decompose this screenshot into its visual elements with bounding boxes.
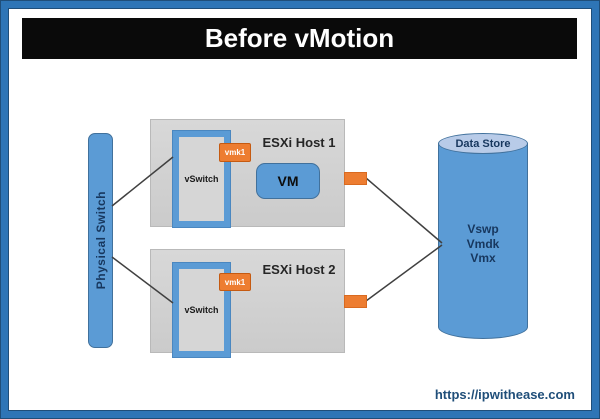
datastore-cylinder-top: Data Store xyxy=(438,133,528,154)
vmk1-tag-host1: vmk1 xyxy=(219,143,251,162)
esxi-host-2-label: ESXi Host 2 xyxy=(262,262,336,277)
diagram-title: Before vMotion xyxy=(204,23,395,53)
vmk1-tag-host2: vmk1 xyxy=(219,273,251,291)
physical-switch: Physical Switch xyxy=(88,133,113,348)
line-host1-to-datastore xyxy=(365,177,443,244)
nic-connector-host2 xyxy=(344,295,367,308)
website-url[interactable]: https://ipwithease.com xyxy=(434,387,575,402)
title-bar: Before vMotion xyxy=(22,18,577,59)
vm-box: VM xyxy=(256,163,320,199)
datastore-cylinder-body xyxy=(438,143,528,339)
nic-connector-host1 xyxy=(344,172,367,185)
vm-label: VM xyxy=(277,173,299,189)
datastore-file-vmx: Vmx xyxy=(470,251,496,265)
esxi-host-2: ESXi Host 2 vSwitch vmk1 xyxy=(150,249,345,357)
physical-switch-label: Physical Switch xyxy=(93,191,108,290)
line-host2-to-datastore xyxy=(365,244,443,302)
vswitch-host1-label: vSwitch xyxy=(184,174,219,184)
datastore-contents: Vswp Vmdk Vmx xyxy=(438,222,528,266)
datastore-title: Data Store xyxy=(455,137,511,150)
esxi-host-1: ESXi Host 1 vSwitch vmk1 VM xyxy=(150,119,345,227)
datastore-file-vswp: Vswp xyxy=(467,222,499,236)
datastore-file-vmdk: Vmdk xyxy=(466,236,500,251)
esxi-host-1-label: ESXi Host 1 xyxy=(262,135,336,150)
vswitch-host2-label: vSwitch xyxy=(184,305,219,315)
